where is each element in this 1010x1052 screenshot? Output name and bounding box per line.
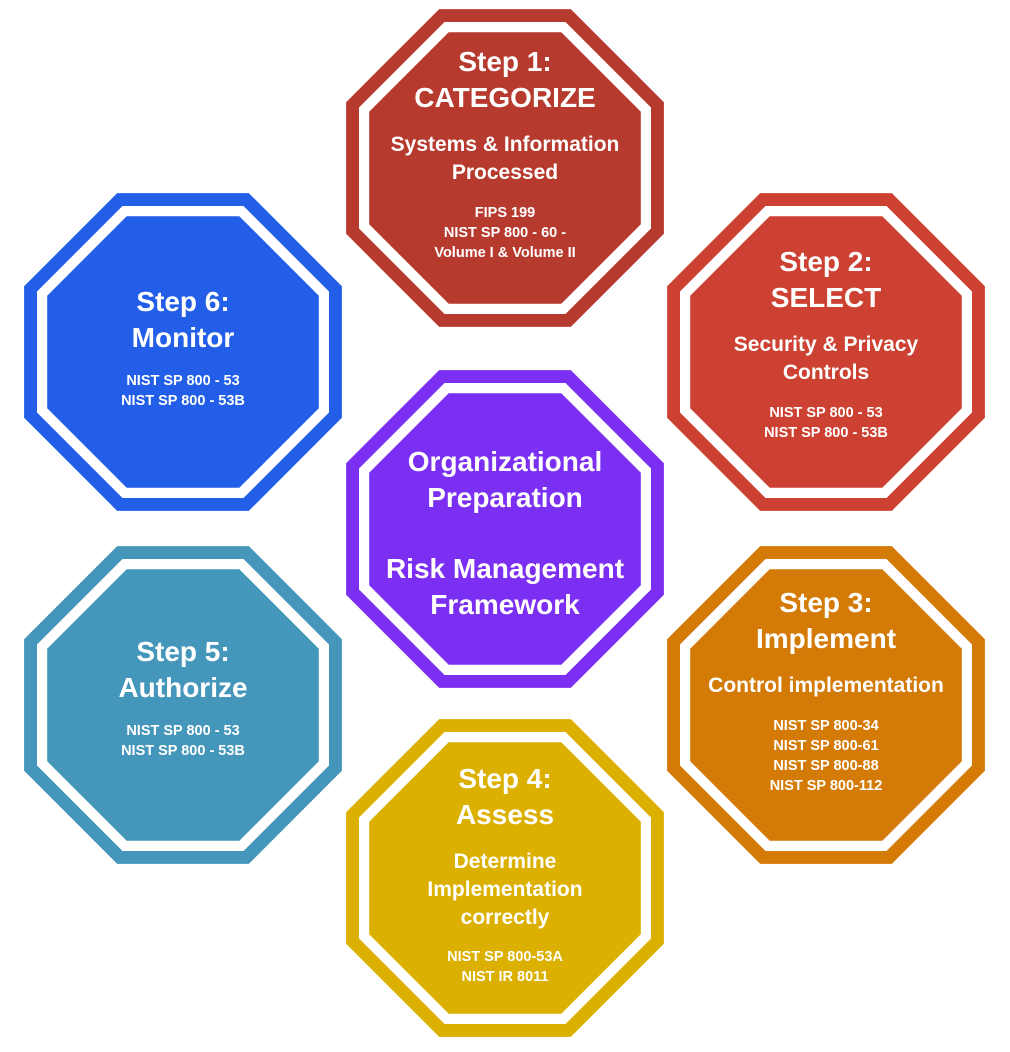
step-subtitle-line: Processed [451,160,559,184]
reference-line: NIST SP 800 - 53 [126,373,240,390]
step-3-octagon [667,546,985,864]
step-1-octagon [346,9,664,327]
center-title: Organizational Preparation [345,444,665,515]
step-4-references: NIST SP 800-53A NIST IR 8011 [355,947,655,987]
step-subtitle-line: Controls [782,360,870,384]
step-2-title: Step 2: SELECT [676,244,976,315]
center-title-line: Preparation [427,481,583,513]
step-1-label: Step 1: CATEGORIZE Systems & Information… [355,44,655,263]
reference-line: NIST SP 800 - 53B [764,424,888,441]
step-subtitle-line: correctly [460,905,550,929]
step-subtitle-line: Security & Privacy [733,333,919,357]
step-6-label: Step 6: Monitor NIST SP 800 - 53 NIST SP… [33,284,333,411]
reference-line: Volume I & Volume II [434,244,576,261]
step-title-line: CATEGORIZE [414,81,596,113]
step-2-references: NIST SP 800 - 53 NIST SP 800 - 53B [676,403,976,443]
step-title-line: Step 4: [458,763,552,794]
step-2-octagon [667,193,985,511]
step-title-line: Assess [455,798,555,830]
step-1-title: Step 1: CATEGORIZE [355,44,655,115]
step-subtitle-line: Systems & Information [390,133,620,157]
step-3-label: Step 3: Implement Control implementation… [676,585,976,796]
step-4-title: Step 4: Assess [355,761,655,832]
step-3-references: NIST SP 800-34 NIST SP 800-61 NIST SP 80… [676,716,976,796]
step-title-line: Step 1: [458,46,552,77]
center-gap [345,515,665,551]
reference-line: NIST SP 800 - 53 [769,404,883,421]
step-1-references: FIPS 199 NIST SP 800 - 60 - Volume I & V… [355,203,655,263]
step-subtitle-line: Implementation [427,877,583,901]
step-title-line: Step 3: [779,587,873,618]
step-5-label: Step 5: Authorize NIST SP 800 - 53 NIST … [33,634,333,761]
step-4-subtitle: Determine Implementation correctly [355,848,655,931]
reference-line: NIST SP 800-34 [773,717,879,734]
step-6-octagon [24,193,342,511]
step-4-label: Step 4: Assess Determine Implementation … [355,761,655,987]
reference-line: FIPS 199 [474,204,536,221]
reference-line: NIST SP 800 - 53B [121,743,245,760]
center-subtitle: Risk Management Framework [345,551,665,622]
step-title-line: SELECT [770,281,882,313]
center-label: Organizational Preparation Risk Manageme… [345,444,665,622]
center-subtitle-line: Framework [430,588,580,620]
step-title-line: Step 6: [136,286,230,317]
step-5-title: Step 5: Authorize [33,634,333,705]
step-5-references: NIST SP 800 - 53 NIST SP 800 - 53B [33,721,333,761]
reference-line: NIST SP 800-61 [773,737,879,754]
step-title-line: Step 2: [779,246,873,277]
reference-line: NIST SP 800-53A [447,949,563,966]
step-5-octagon [24,546,342,864]
step-title-line: Monitor [131,321,235,353]
step-6-references: NIST SP 800 - 53 NIST SP 800 - 53B [33,371,333,411]
reference-line: NIST SP 800-112 [769,777,883,794]
step-title-line: Authorize [118,671,248,703]
reference-line: NIST IR 8011 [461,969,549,986]
reference-line: NIST SP 800-88 [773,757,879,774]
step-subtitle-line: Determine [453,850,557,874]
step-2-label: Step 2: SELECT Security & Privacy Contro… [676,244,976,443]
center-title-line: Organizational [407,446,603,477]
reference-line: NIST SP 800 - 53B [121,393,245,410]
step-2-subtitle: Security & Privacy Controls [676,331,976,386]
step-3-title: Step 3: Implement [676,585,976,656]
reference-line: NIST SP 800 - 60 - [443,224,567,241]
step-6-title: Step 6: Monitor [33,284,333,355]
step-title-line: Step 5: [136,636,230,667]
step-subtitle-line: Control implementation [708,674,944,698]
reference-line: NIST SP 800 - 53 [126,723,240,740]
step-1-subtitle: Systems & Information Processed [355,131,655,186]
step-4-octagon [346,719,664,1037]
step-3-subtitle: Control implementation [676,672,976,700]
center-subtitle-line: Risk Management [385,553,625,585]
center-octagon [346,370,664,688]
step-title-line: Implement [755,622,897,654]
